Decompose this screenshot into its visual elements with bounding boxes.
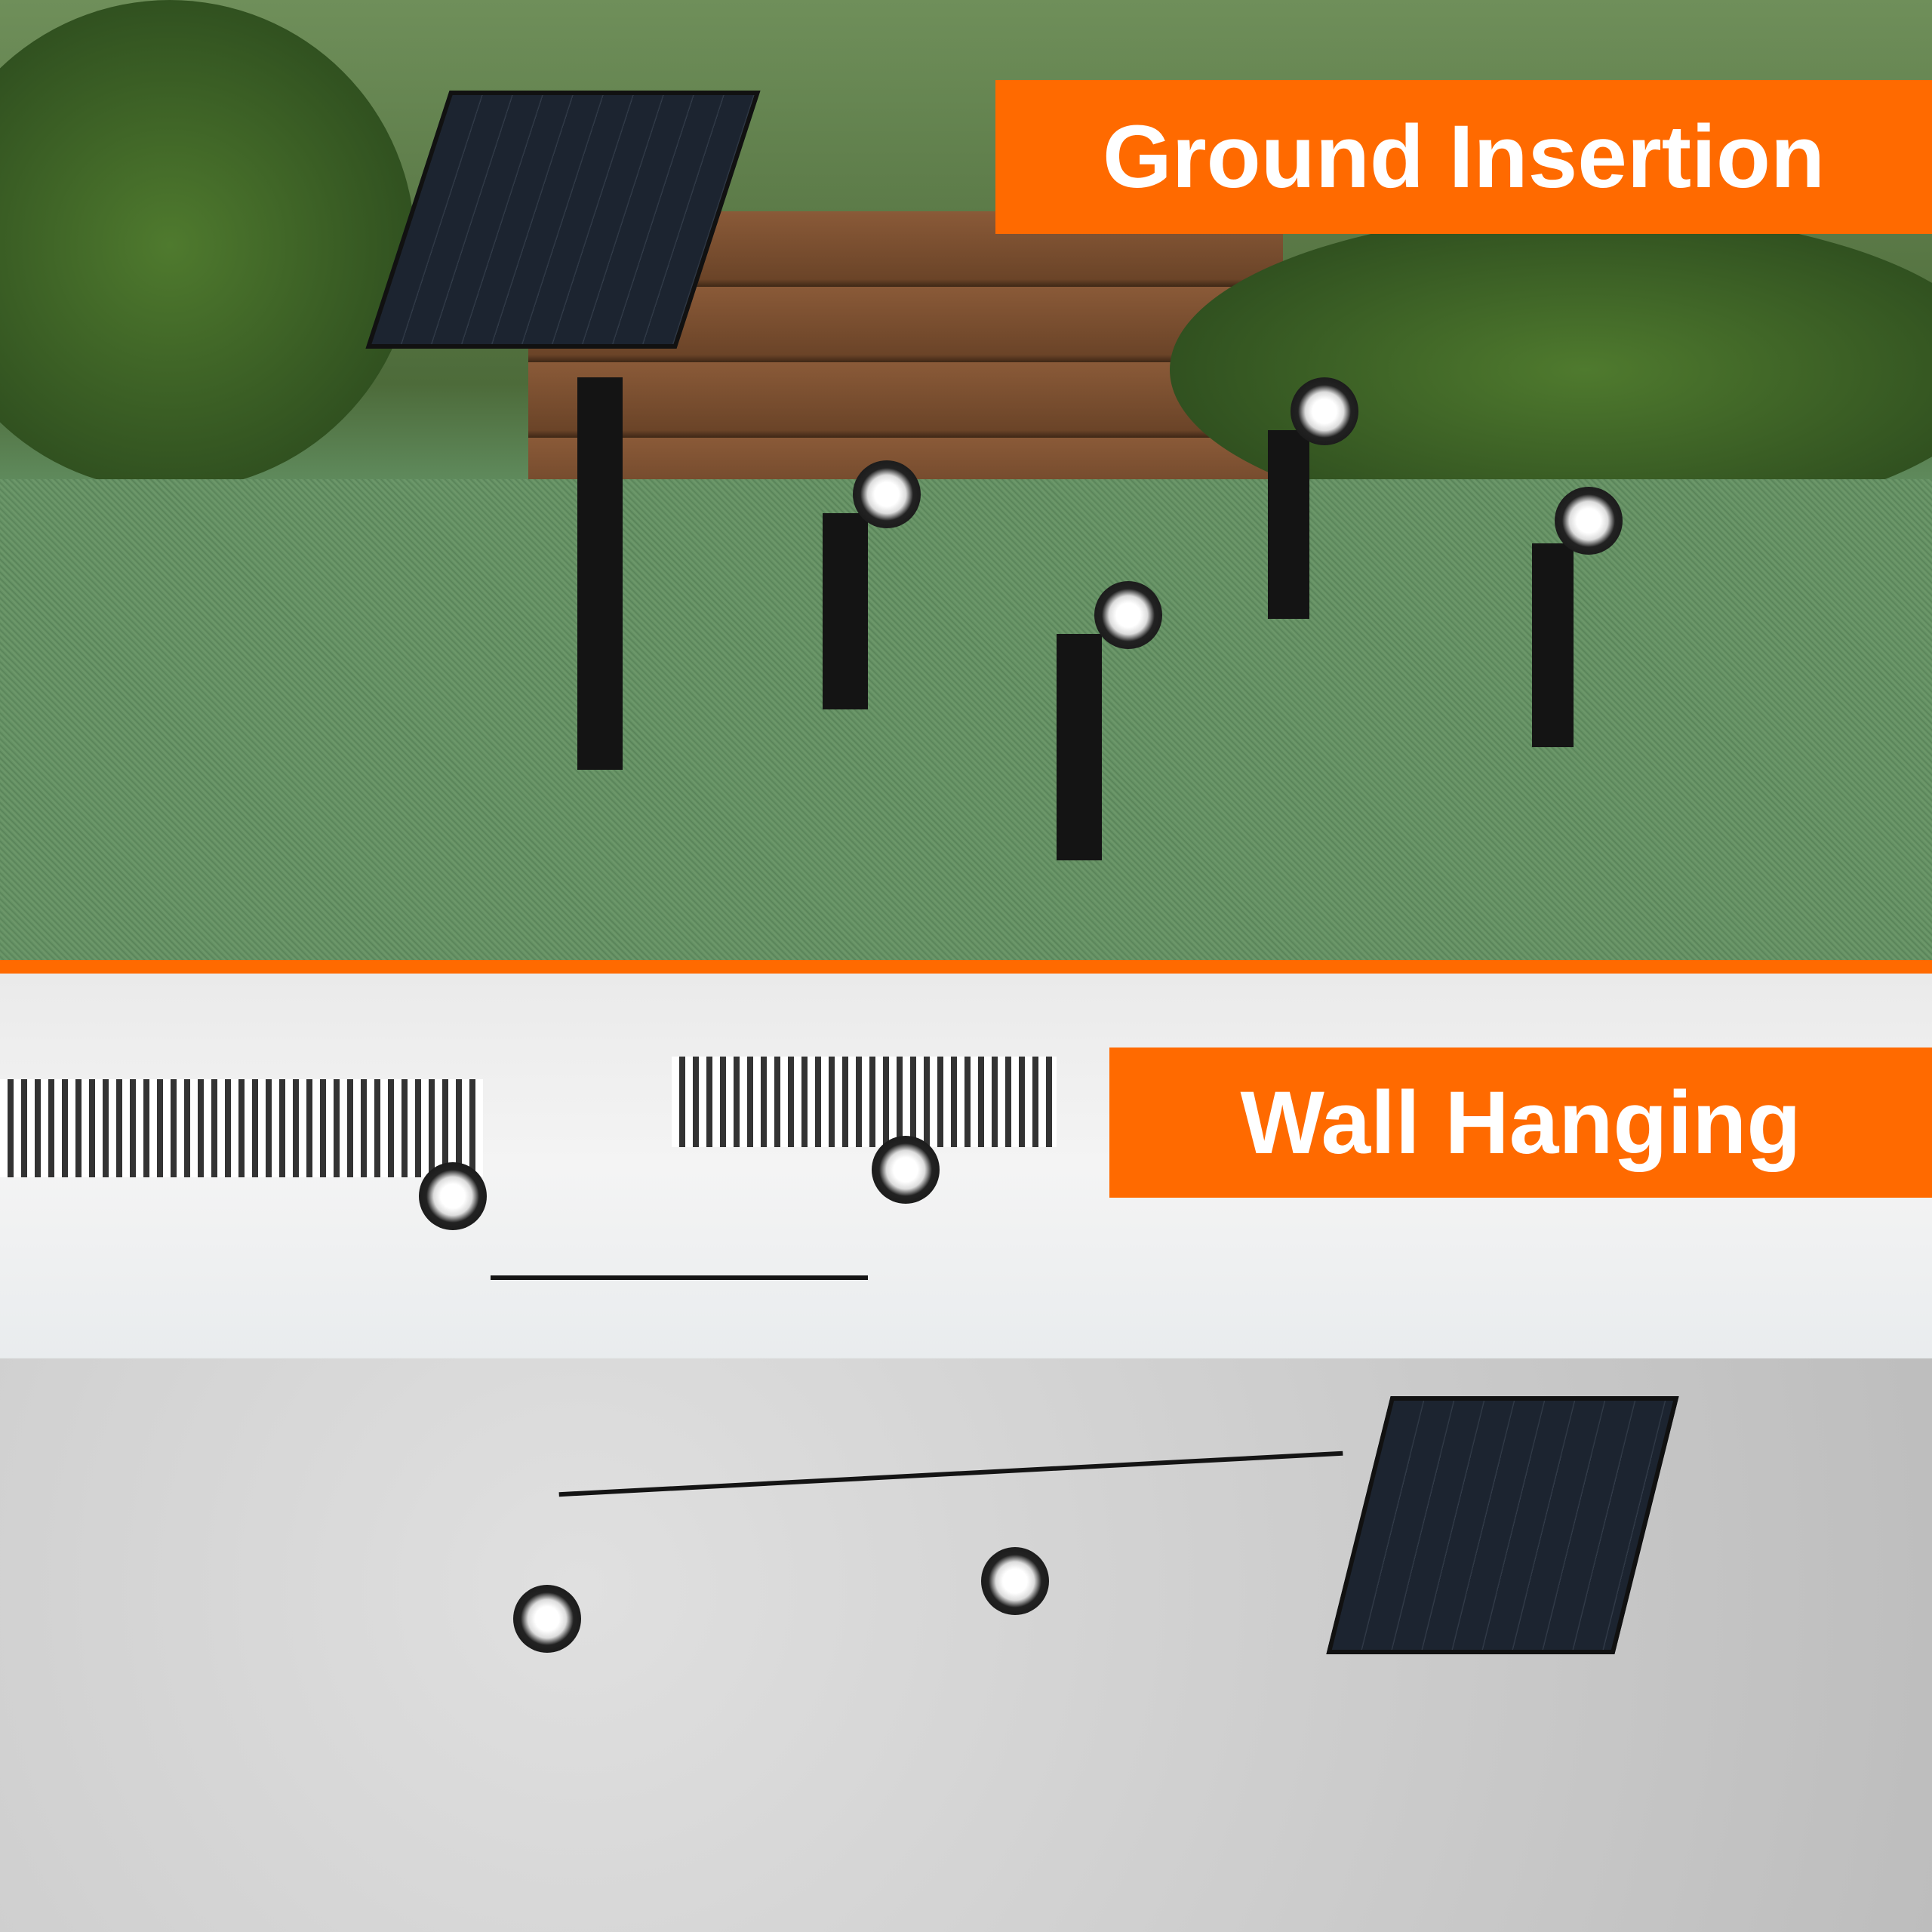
wall-hanging-banner: Wall Hanging — [1109, 1048, 1932, 1198]
lawn — [0, 479, 1932, 960]
spotlight — [981, 1547, 1049, 1615]
spotlight — [853, 460, 921, 528]
spotlight-stake — [1057, 634, 1102, 860]
spotlight — [1555, 487, 1623, 555]
solar-stake — [577, 377, 623, 770]
spotlight — [1094, 581, 1162, 649]
fence-vent — [672, 1057, 1057, 1147]
spotlight-stake — [1268, 430, 1309, 619]
spotlight — [872, 1136, 940, 1204]
spotlight-stake — [1532, 543, 1574, 747]
spotlight — [419, 1162, 487, 1230]
fence-vent — [0, 1079, 483, 1177]
banner-title: Ground Insertion — [1102, 107, 1826, 207]
wall-hanging-scene — [0, 974, 1932, 1932]
banner-title: Wall Hanging — [1240, 1072, 1801, 1173]
ground-insertion-banner: Ground Insertion — [995, 80, 1932, 234]
cable — [491, 1275, 868, 1280]
bush — [0, 0, 415, 491]
spotlight — [513, 1585, 581, 1653]
section-divider — [0, 960, 1932, 974]
spotlight-stake — [823, 513, 868, 709]
spotlight — [1291, 377, 1358, 445]
